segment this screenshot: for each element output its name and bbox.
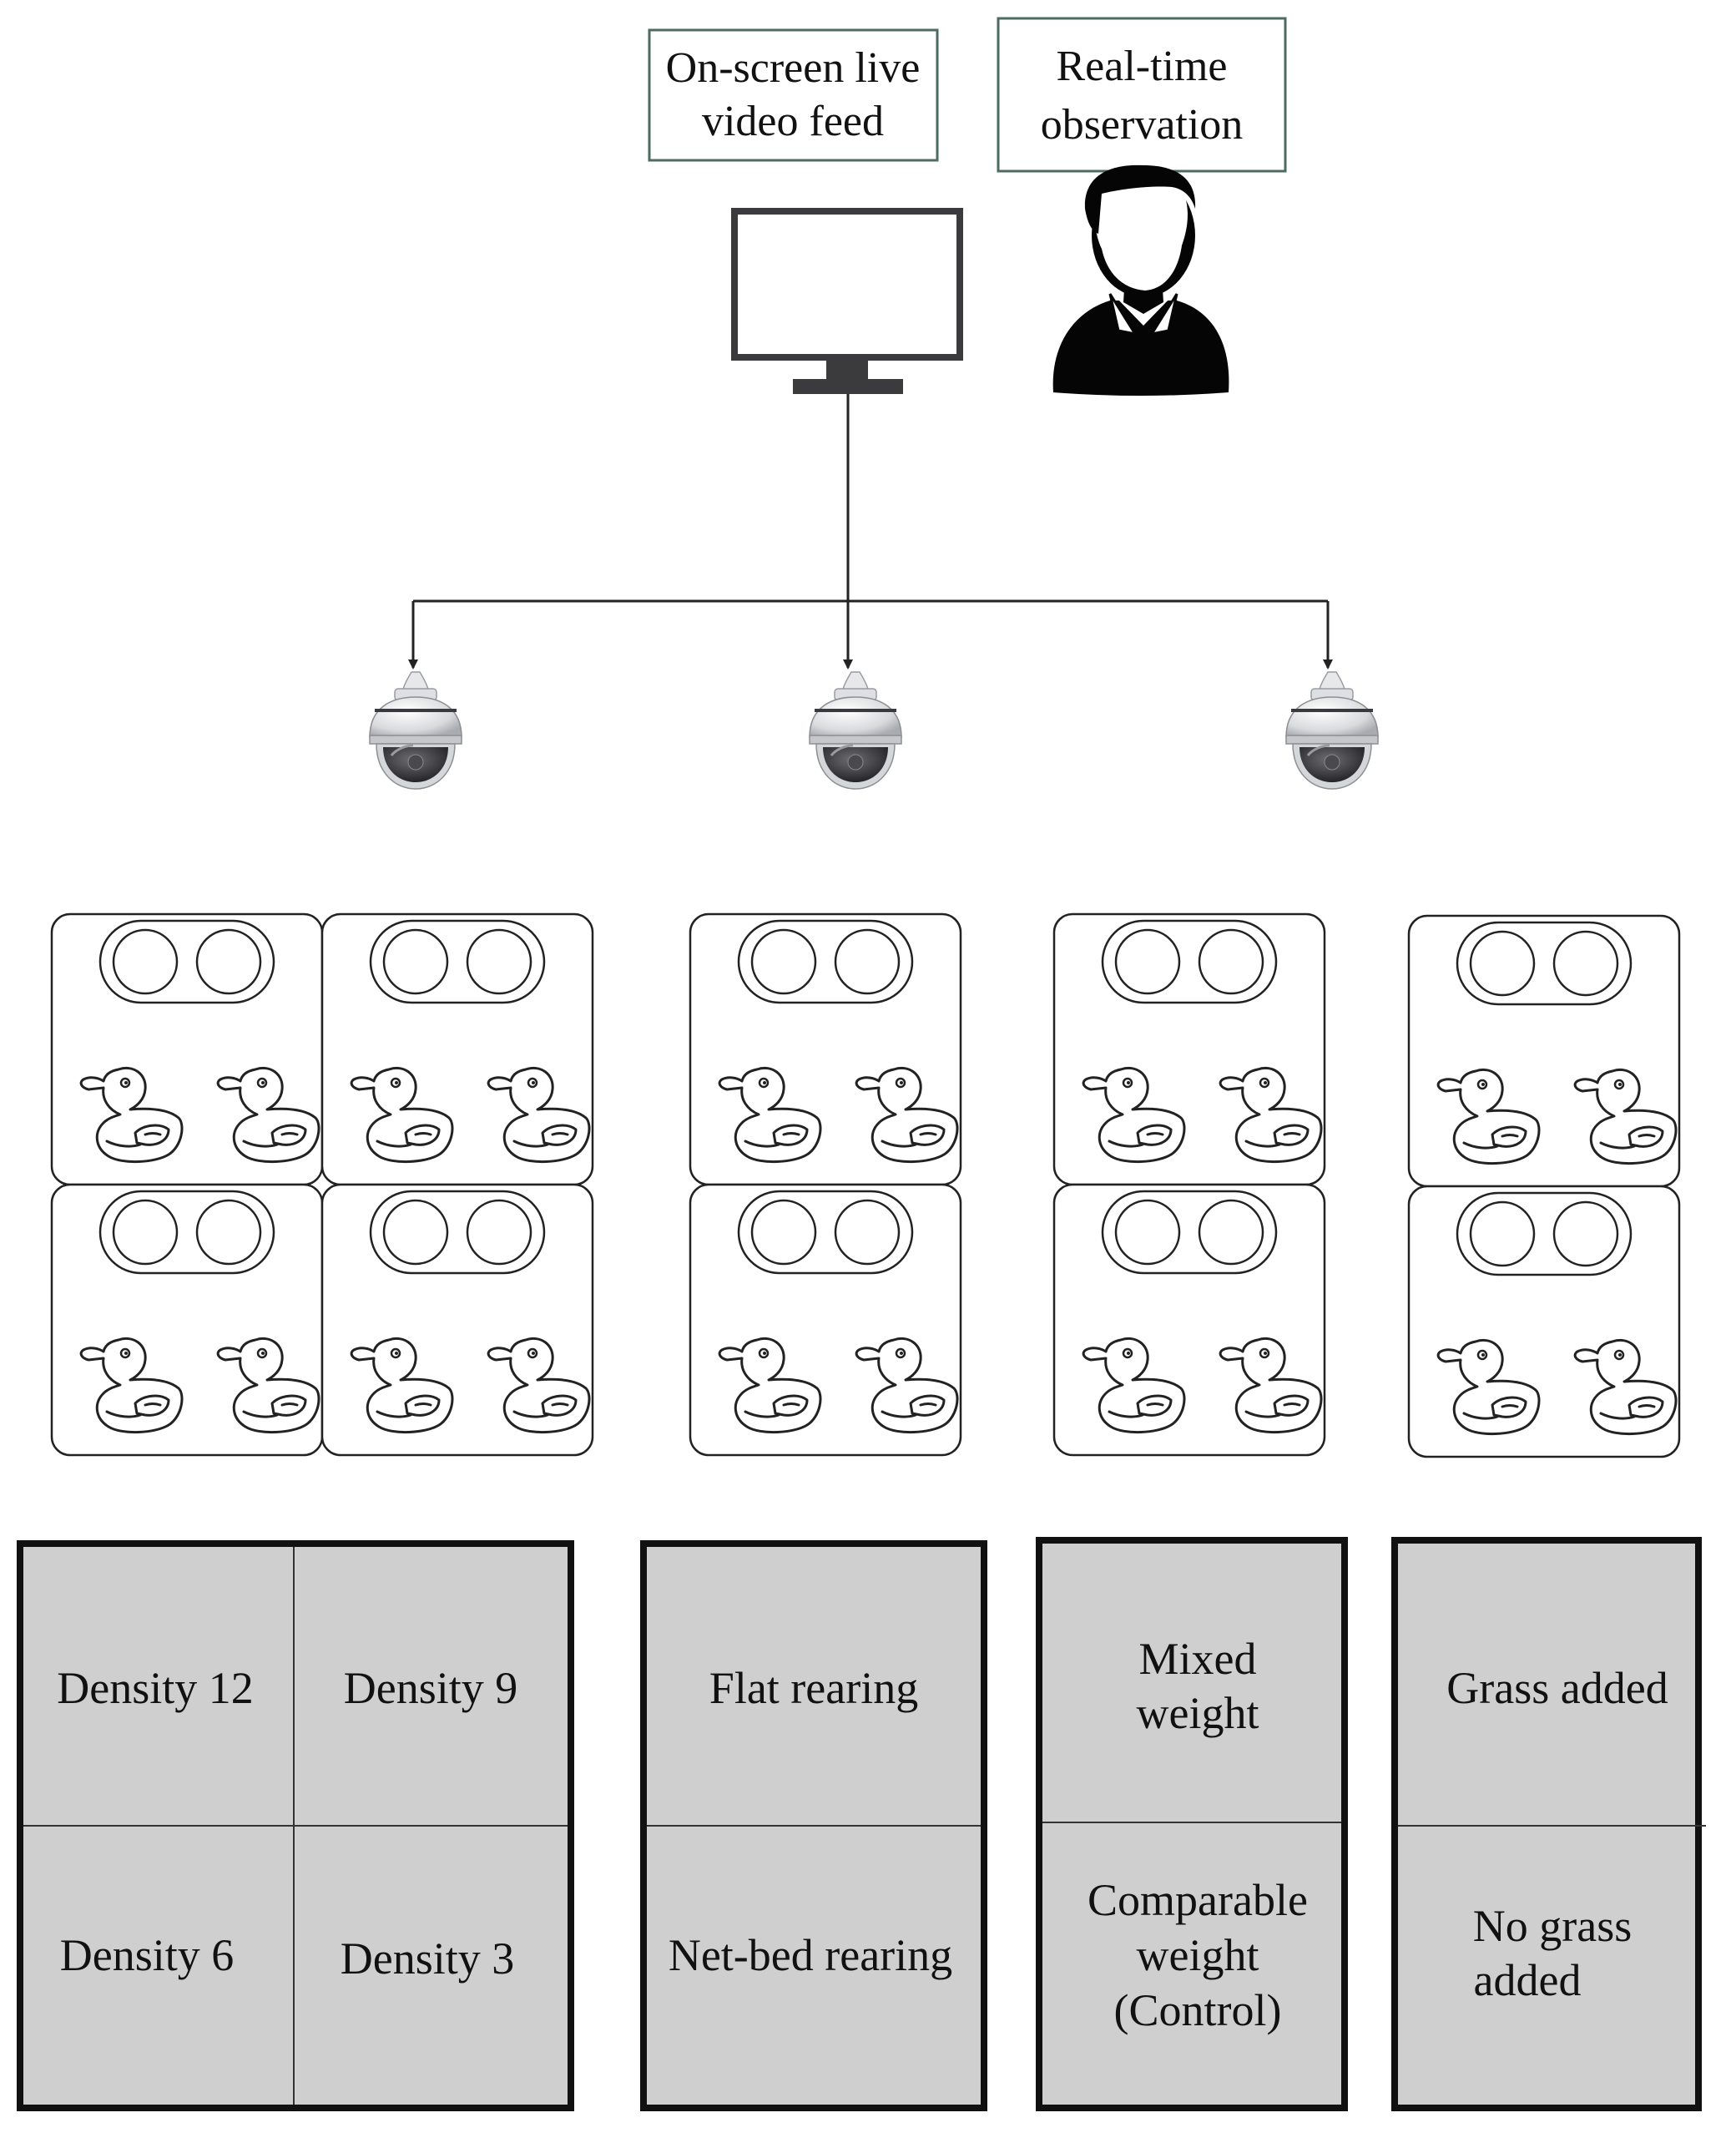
dome-camera-icon [808,670,903,791]
pen-cell [1054,1185,1325,1455]
camera-right [1284,670,1380,791]
camera-left [368,670,463,791]
pen-cell [52,1185,322,1455]
treatment-comparable-weight-line1: Comparable [1088,1875,1308,1925]
dome-camera-icon [1284,670,1380,791]
pen-group-density [52,914,593,1455]
pen-cell [322,1185,593,1455]
observation-label-box: Real-time observation [997,17,1287,173]
video-feed-label-box: On-screen live video feed [648,28,939,162]
pen-group-weight [1054,914,1325,1455]
video-feed-label-line2: video feed [702,98,884,145]
treatment-density-6: Density 6 [60,1930,235,1980]
treatment-grass-box: Grass added No grass added [1391,1537,1706,2111]
treatment-comparable-weight-line3: (Control) [1114,1985,1282,2035]
pen-cell [1409,916,1679,1186]
pen-cell [690,1185,961,1455]
monitor-icon [731,208,963,394]
pen-cell [1054,914,1325,1185]
treatment-no-grass-line2: added [1474,1955,1582,2005]
person-icon [1052,164,1229,396]
treatment-flat-rearing: Flat rearing [709,1663,918,1713]
pen-group-rearing [690,914,961,1455]
treatment-rearing-box: Flat rearing Net-bed rearing [640,1540,987,2111]
treatment-weight-box: Mixed weight Comparable weight (Control) [1036,1537,1348,2111]
treatment-comparable-weight-line2: weight [1137,1930,1259,1980]
treatment-grass-added: Grass added [1446,1663,1668,1713]
treatment-no-grass-line1: No grass [1473,1901,1632,1951]
treatment-density-12: Density 12 [57,1663,254,1713]
pen-cell [52,914,322,1185]
observation-label-line2: observation [1041,101,1244,149]
treatment-density-3: Density 3 [341,1933,515,1984]
treatment-density-9: Density 9 [344,1663,518,1713]
pen-cell [322,914,593,1185]
camera-wiring [408,394,1333,670]
observation-label-line1: Real-time [1056,43,1227,90]
camera-center [808,670,903,791]
treatment-mixed-weight-line2: weight [1137,1688,1259,1738]
pen-cell [690,914,961,1185]
pen-cell [1409,1186,1679,1457]
pen-group-grass [1409,916,1679,1457]
dome-camera-icon [368,670,463,791]
treatment-density-box: Density 12 Density 9 Density 6 Density 3 [17,1540,574,2111]
treatment-mixed-weight-line1: Mixed [1139,1634,1257,1684]
treatment-net-bed-rearing: Net-bed rearing [669,1930,952,1980]
video-feed-label-line1: On-screen live [666,44,921,92]
